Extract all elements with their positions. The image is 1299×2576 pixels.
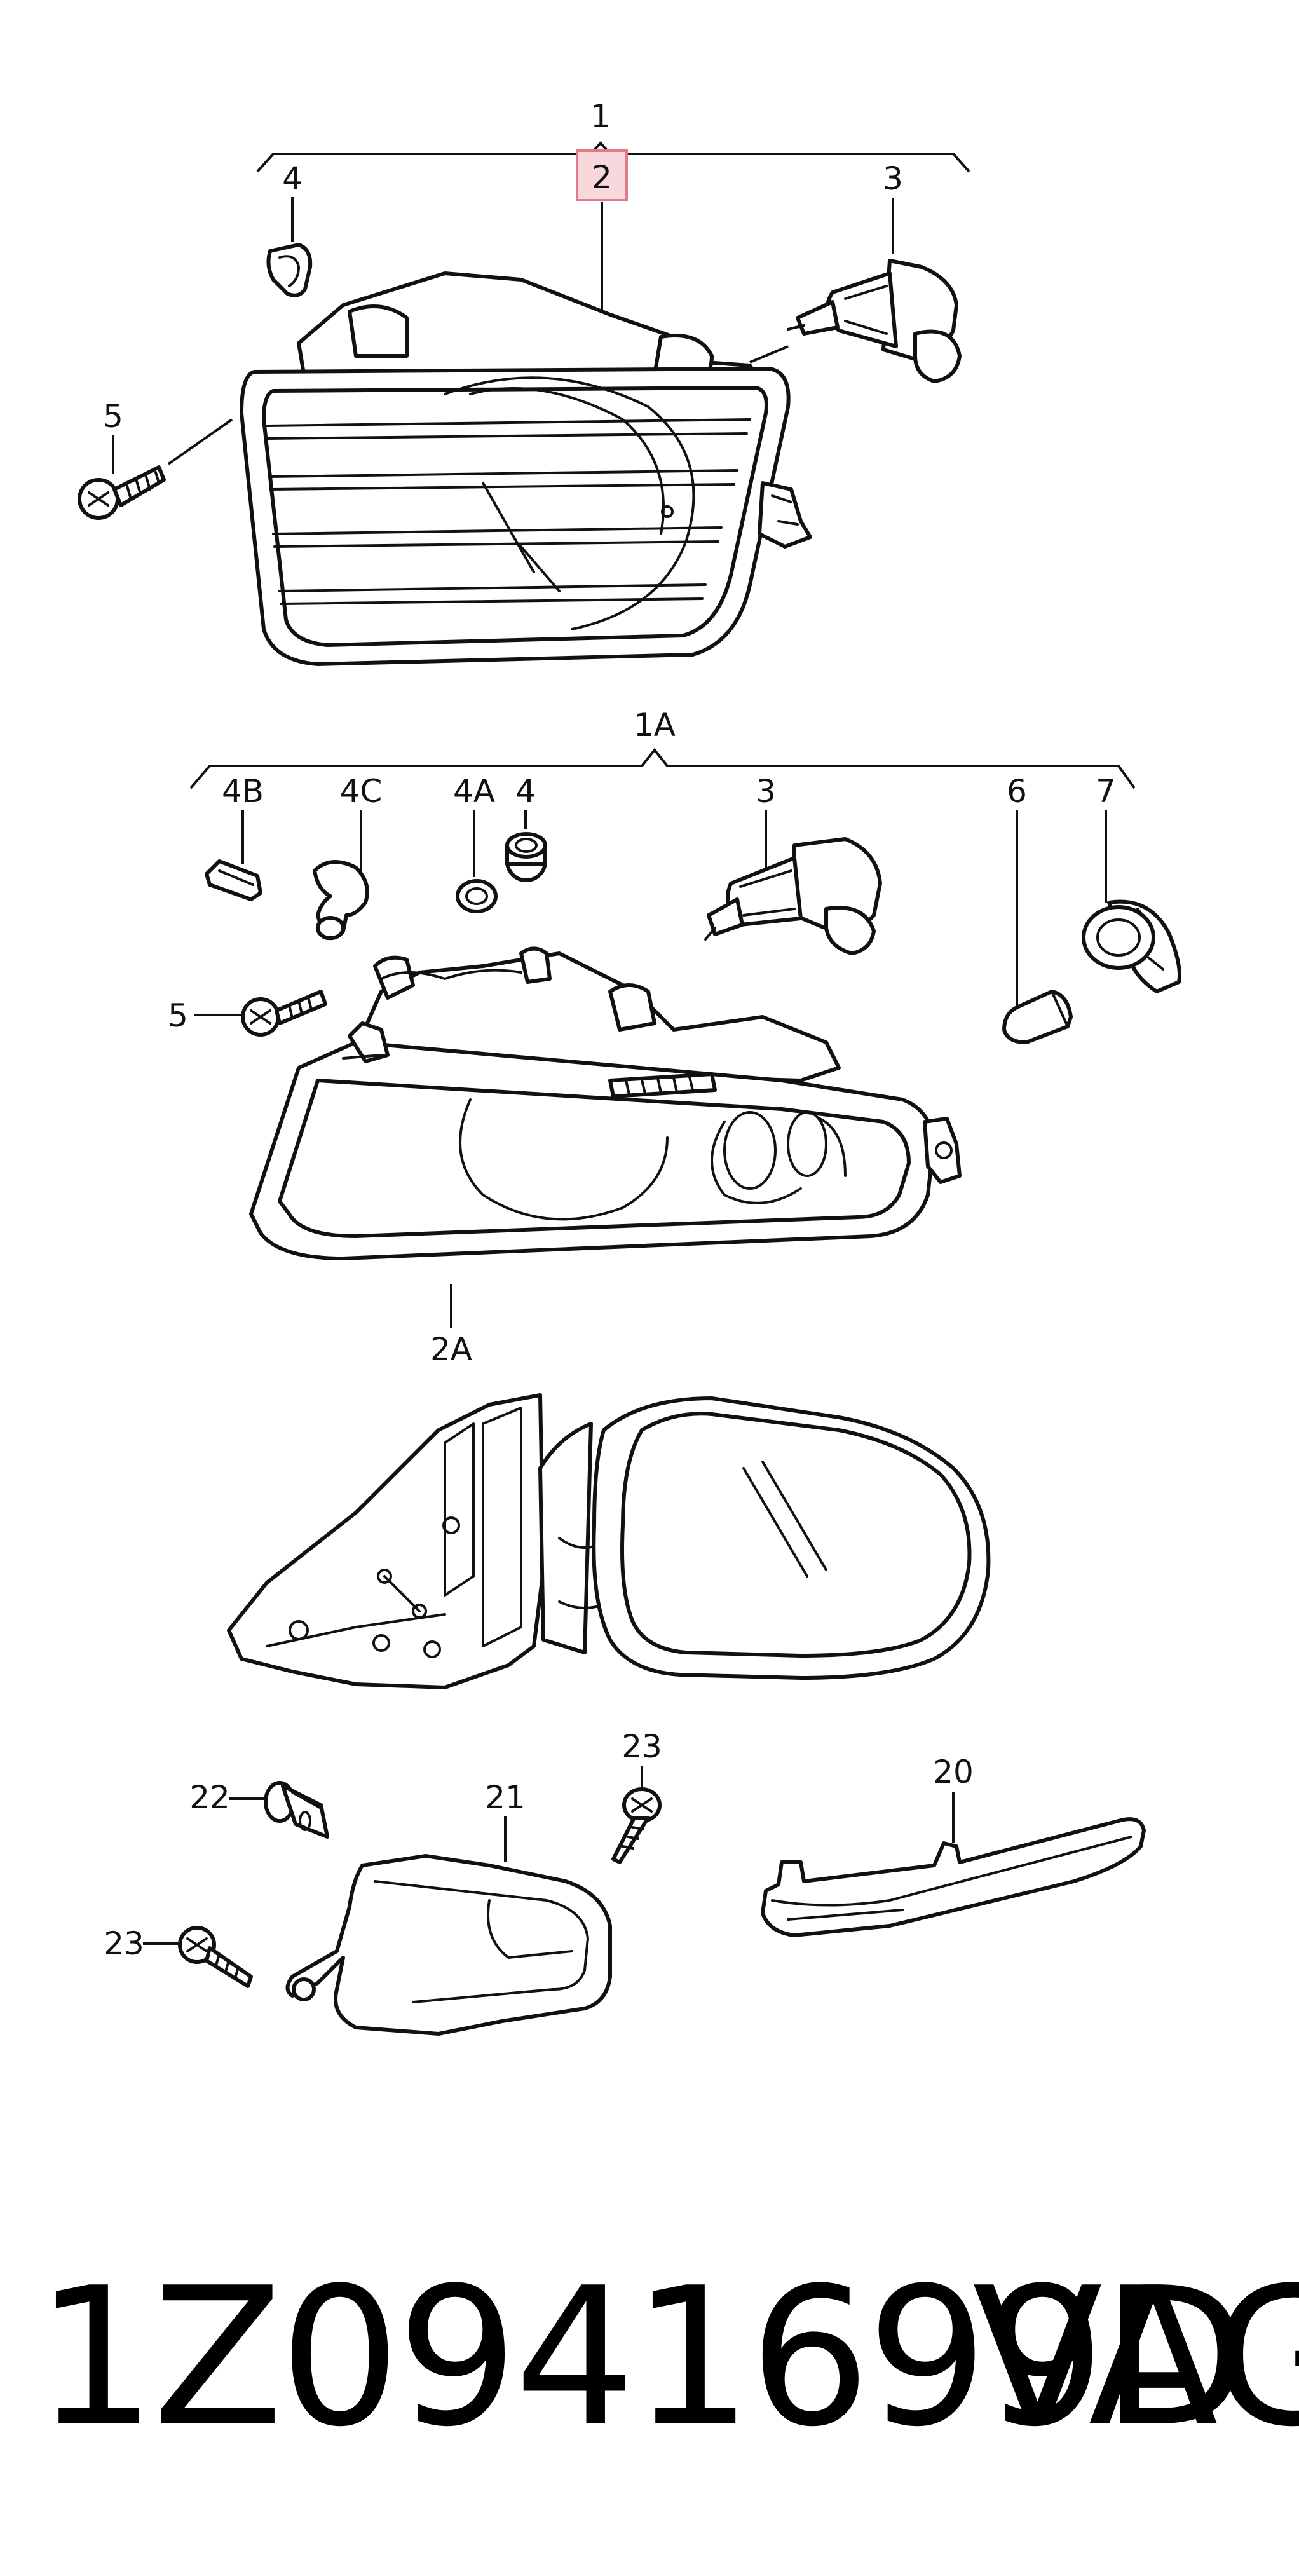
callout-20: 20 (933, 1754, 974, 1790)
bracket-1a (189, 747, 1136, 789)
mirror-indicator-20-part (761, 1817, 1146, 1937)
mirror-assembly (227, 1393, 991, 1689)
fog-lamp-assembly-1a: 1A 4B 4C 4A 4 3 (168, 707, 1181, 1368)
bulb-socket-7-part (1082, 899, 1181, 993)
leader-5-to-housing (167, 418, 233, 465)
bulb-3-part (787, 259, 962, 383)
fog-lamp-assembly-1: 1 2 4 3 5 (78, 98, 970, 666)
callout-23-left: 23 (104, 1925, 144, 1962)
mirror-bracket-21-part (285, 1854, 612, 2036)
fog-housing-2-part (240, 271, 812, 666)
callout-4: 4 (282, 160, 303, 197)
clip-4b-part (205, 859, 262, 901)
fog-housing-2a-part (249, 946, 962, 1260)
part-number: 1Z0941699D (35, 2247, 1248, 2469)
bulb-3-second-part (704, 837, 882, 955)
callout-2[interactable]: 2 (592, 159, 612, 196)
clip-4-second-part (505, 832, 547, 882)
callout-4-second: 4 (515, 773, 536, 810)
brand-label: VAG (972, 2247, 1299, 2469)
callout-2a: 2A (430, 1331, 472, 1368)
callout-4a: 4A (453, 773, 495, 810)
callout-23-top: 23 (622, 1728, 662, 1765)
callout-5-second: 5 (168, 997, 188, 1034)
mirror-base-part (227, 1393, 545, 1689)
mirror-bulb-22-part (264, 1781, 329, 1839)
callout-7: 7 (1096, 773, 1116, 810)
callout-2-highlight (576, 149, 628, 201)
mirror-screw-23-top-part (611, 1787, 662, 1864)
leader-3-to-housing (749, 345, 789, 364)
screw-5-part (78, 465, 166, 520)
callout-21: 21 (485, 1779, 526, 1816)
clip-4-detail (278, 255, 300, 287)
screw-5-second-part (241, 990, 327, 1037)
mirror-small-parts: 22 21 23 23 (104, 1728, 1146, 2036)
small-bulb-6-part (1002, 990, 1073, 1044)
callout-4b: 4B (222, 773, 264, 810)
callout-3-second: 3 (756, 773, 776, 810)
ring-4a-part (456, 879, 498, 913)
callout-3: 3 (883, 160, 903, 197)
mirror-screw-23-left-part (178, 1926, 253, 1988)
callout-22: 22 (189, 1779, 230, 1816)
callout-1a: 1A (634, 707, 676, 744)
part-number-footer: 1Z0941699D VAG (0, 2263, 1299, 2453)
callout-1: 1 (590, 98, 611, 135)
callout-4c: 4C (340, 773, 383, 810)
callout-5: 5 (103, 398, 123, 435)
bracket-1 (256, 140, 970, 173)
clip-4-part (266, 243, 313, 297)
callout-6: 6 (1007, 773, 1027, 810)
